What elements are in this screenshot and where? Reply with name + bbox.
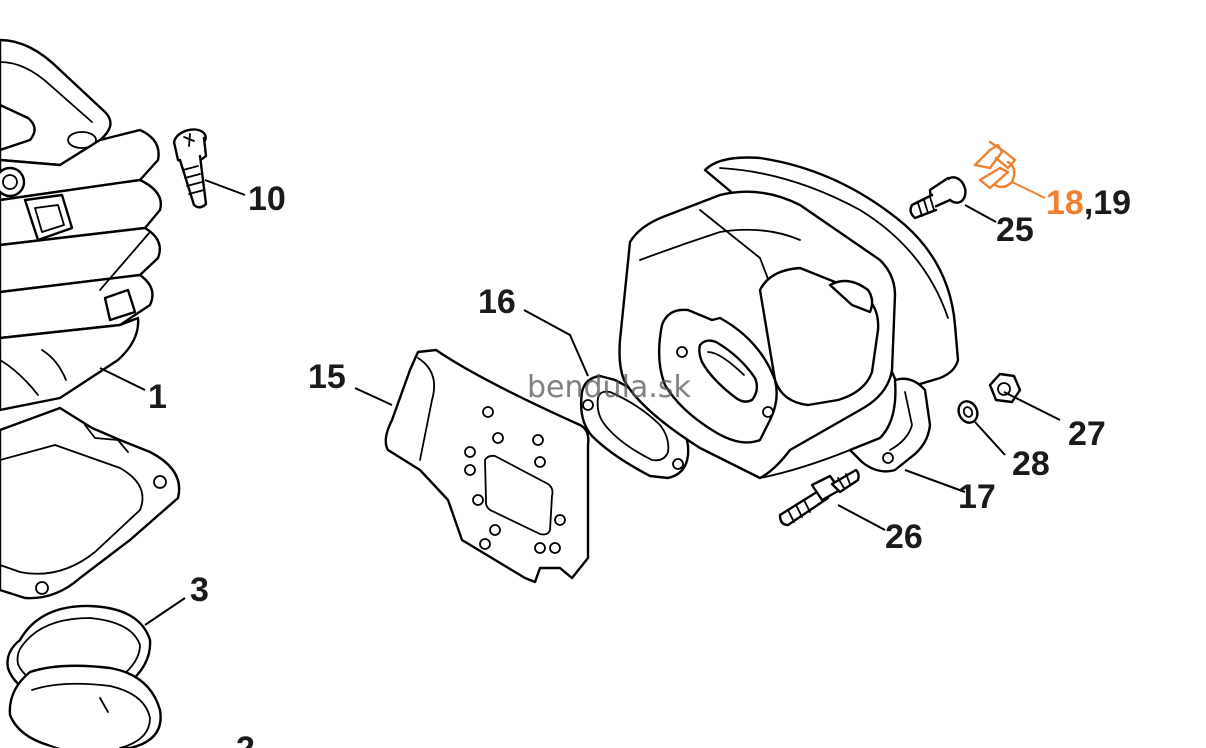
label-17: 17: [958, 478, 996, 516]
label-26: 26: [885, 518, 923, 556]
leader-lines: [99, 179, 1061, 626]
base-gasket[interactable]: [0, 406, 181, 600]
label-28: 28: [1012, 445, 1050, 483]
label-2: 2: [236, 730, 255, 748]
label-15: 15: [308, 358, 346, 396]
part-28-washer[interactable]: [955, 398, 981, 426]
label-3: 3: [190, 571, 209, 609]
part-3-piston-rings[interactable]: [6, 604, 162, 748]
label-25: 25: [996, 211, 1034, 249]
part-15-heat-shield[interactable]: [384, 348, 590, 584]
callout-labels: 10 1 3 15 16 25 27 28 17 26 18,19 2: [148, 180, 1131, 748]
part-16-gasket[interactable]: [579, 374, 690, 480]
label-16: 16: [478, 283, 516, 321]
part-27-nut[interactable]: [988, 372, 1022, 404]
label-18: 18: [1046, 184, 1084, 222]
part-10-screw[interactable]: [172, 126, 208, 209]
label-1: 1: [148, 378, 167, 416]
label-27: 27: [1068, 415, 1106, 453]
label-19: ,19: [1084, 184, 1131, 222]
part-18-19-pins[interactable]: [973, 140, 1017, 190]
watermark-text: bendula.sk: [527, 370, 691, 405]
part-25-screw[interactable]: [909, 174, 969, 220]
part-17-muffler[interactable]: [618, 156, 960, 480]
part-26-stud[interactable]: [778, 468, 860, 527]
label-18-19: 18,19: [1046, 184, 1131, 222]
part-1-cylinder[interactable]: [0, 38, 162, 412]
label-10: 10: [248, 180, 286, 218]
